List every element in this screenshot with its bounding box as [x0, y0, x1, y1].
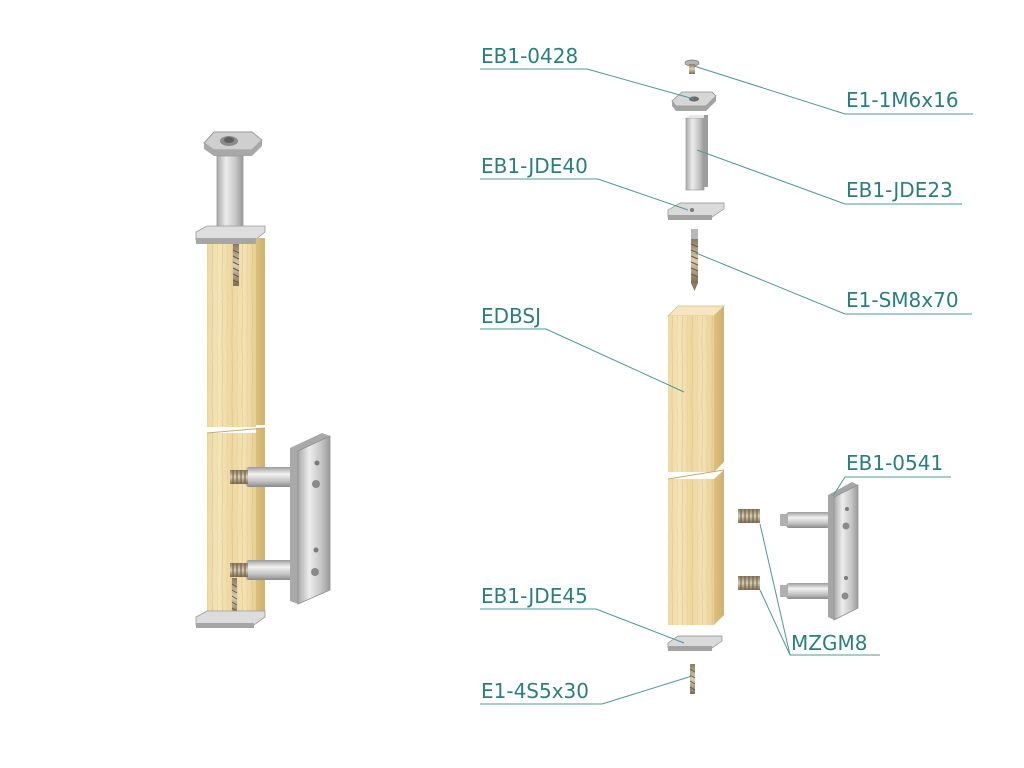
- assembled-square-tube: [216, 155, 244, 230]
- label-eb1-0541: EB1-0541: [846, 451, 943, 475]
- assembled-top-plate: [203, 131, 263, 156]
- part-wood-post-upper: [667, 305, 725, 472]
- part-wall-bracket: [780, 482, 859, 621]
- part-lag-screw: [690, 229, 699, 291]
- assembled-wood-lower: [206, 427, 266, 617]
- leader-eb1-0428: [480, 68, 695, 100]
- label-eb1-jde45: EB1-JDE45: [481, 584, 588, 608]
- assembled-bottom-plate: [195, 610, 266, 628]
- label-mzgm8: MZGM8: [791, 631, 867, 655]
- leader-mzgm8-second: [759, 589, 791, 656]
- part-square-flange: [667, 202, 725, 220]
- part-countersunk-screw: [684, 59, 700, 74]
- part-labels: EB1-0428 E1-1M6x16 EB1-JDE40 EB1-JDE23 E…: [481, 44, 959, 703]
- label-edbsj: EDBSJ: [481, 304, 541, 328]
- assembled-bottom-screw: [231, 578, 238, 616]
- label-e1-sm8x70: E1-SM8x70: [846, 288, 959, 312]
- label-eb1-0428: EB1-0428: [481, 44, 578, 68]
- label-eb1-jde40: EB1-JDE40: [481, 154, 588, 178]
- assembled-standoff-rods: [230, 467, 294, 580]
- leader-lines: [480, 65, 973, 705]
- part-wood-post-lower: [667, 469, 725, 625]
- exploded-view: [667, 59, 859, 694]
- part-bottom-plate: [667, 635, 723, 651]
- leader-edbsj: [480, 328, 685, 393]
- assembled-wall-plate: [290, 433, 331, 605]
- leader-e1-sm8x70: [695, 252, 972, 315]
- label-e1-4s5x30: E1-4S5x30: [481, 679, 589, 703]
- assembled-flange-plate: [195, 225, 266, 244]
- part-bottom-screw: [689, 664, 696, 694]
- leader-e1-1m6x16: [693, 65, 973, 115]
- assembled-wood-upper: [207, 238, 265, 427]
- leader-eb1-jde45: [480, 608, 685, 644]
- label-eb1-jde23: EB1-JDE23: [846, 178, 953, 202]
- part-square-tube: [685, 115, 708, 191]
- label-e1-1m6x16: E1-1M6x16: [846, 88, 959, 112]
- assembled-post: [195, 131, 331, 628]
- leader-eb1-jde40: [480, 178, 689, 211]
- part-threaded-inserts: [738, 509, 760, 590]
- leader-eb1-0541: [832, 476, 951, 497]
- assembled-lag-screw: [232, 244, 240, 286]
- leader-e1-4s5x30: [480, 675, 693, 705]
- leader-eb1-jde23: [696, 149, 962, 205]
